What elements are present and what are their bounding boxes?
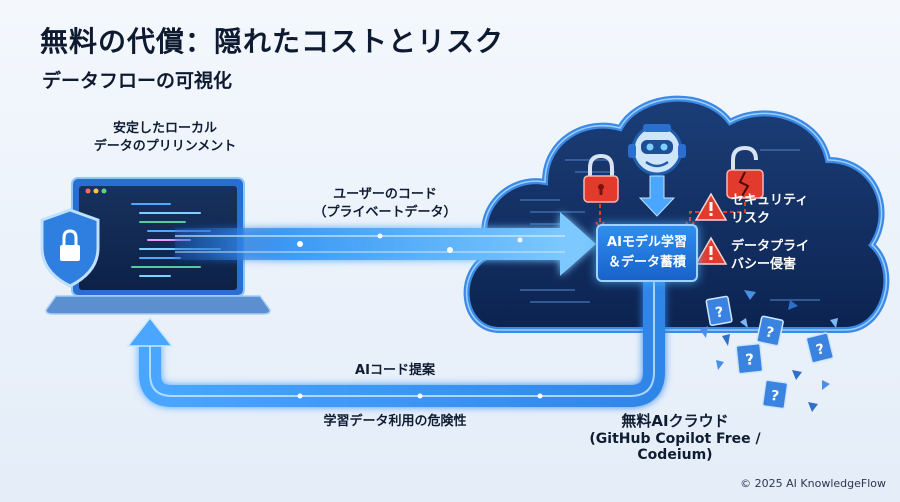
cloud-name-label: 無料AIクラウド (GitHub Copilot Free / Codeium): [555, 410, 795, 463]
laptop-caption-line1: 安定したローカル: [112, 121, 217, 136]
cloud-name-line2: (GitHub Copilot Free / Codeium): [589, 431, 761, 463]
leaked-document-icons: ? ? ? ? ?: [700, 290, 838, 412]
padlock-icon: [583, 153, 619, 203]
ai-robot-icon: [628, 124, 686, 176]
ai-model-training-box: AIモデル学習 ＆データ蓄積: [596, 224, 698, 282]
svg-text:?: ?: [745, 350, 756, 369]
laptop-caption: 安定したローカル データのプリリンメント: [80, 120, 250, 156]
risk2-line1: データプライ: [731, 239, 810, 254]
upload-label-line1: ユーザーのコード: [333, 187, 437, 202]
privacy-risk-label: データプライ バシー侵害: [731, 238, 809, 274]
broken-padlock-icon: [726, 145, 764, 199]
laptop-icon: [45, 177, 271, 315]
warning-icon: [694, 192, 728, 221]
down-arrow-icon: [638, 175, 676, 217]
training-risk-label: 学習データ利用の危険性: [323, 414, 467, 429]
return-flow-label: AIコード提案: [355, 363, 435, 378]
shield-lock-icon: [40, 208, 100, 288]
page-title: 無料の代償：隠れたコストとリスク: [40, 25, 505, 58]
cloud-shape: [463, 95, 890, 333]
copyright-footer: © 2025 AI KnowledgeFlow: [740, 477, 886, 490]
security-risk-label: セキュリティ リスク: [731, 192, 808, 228]
svg-text:?: ?: [714, 304, 725, 321]
risk1-line2: リスク: [731, 211, 771, 226]
upload-label-line2: （プライベートデータ）: [313, 205, 457, 220]
svg-text:?: ?: [770, 388, 780, 405]
cloud-name-line1: 無料AIクラウド: [621, 412, 729, 430]
upload-flow-arrow: [175, 212, 596, 276]
warning-icon-2: [694, 236, 728, 265]
risk2-line2: バシー侵害: [731, 257, 797, 272]
risk1-line1: セキュリティ: [731, 193, 809, 208]
upload-flow-label: ユーザーのコード （プライベートデータ）: [300, 186, 470, 222]
return-flow-arrow: [126, 280, 665, 407]
laptop-caption-line2: データのプリリンメント: [93, 139, 237, 154]
svg-text:?: ?: [814, 341, 826, 358]
box-line2: ＆データ蓄積: [607, 255, 686, 270]
svg-text:?: ?: [764, 324, 775, 341]
box-line1: AIモデル学習: [607, 235, 687, 250]
page-subtitle: データフローの可視化: [42, 70, 233, 92]
